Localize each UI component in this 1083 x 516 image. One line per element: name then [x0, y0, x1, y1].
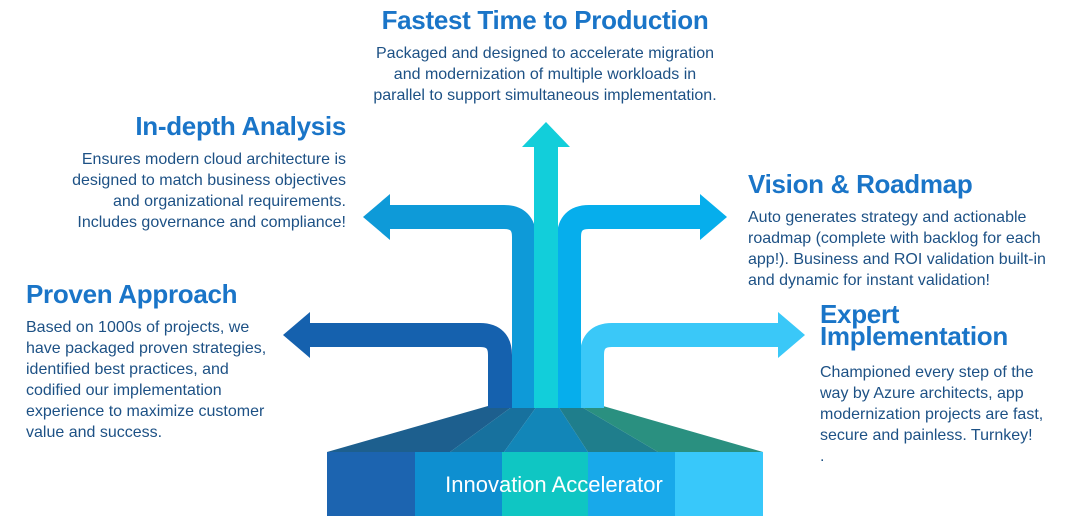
section-title-vision-roadmap: Vision & Roadmap	[748, 169, 973, 199]
arrow-fastest-time	[522, 122, 570, 408]
base-bar	[327, 452, 763, 516]
section-body-fastest-time: Packaged and designed to accelerate migr…	[373, 44, 717, 104]
base-segment-3	[502, 452, 588, 516]
fan-segment-1	[327, 406, 513, 452]
fan-segment-2	[450, 406, 537, 452]
arrow-expert-stem	[580, 323, 778, 408]
base-segment-1	[327, 452, 415, 516]
section-body-vision-roadmap: Auto generates strategy and actionable r…	[748, 208, 1046, 289]
section-body-proven-approach: Based on 1000s of projects, we have pack…	[26, 318, 267, 441]
section-title-fastest-time: Fastest Time to Production	[381, 5, 709, 35]
arrow-indepth-head-icon	[363, 194, 390, 240]
base-segment-4	[588, 452, 675, 516]
section-title-proven-approach: Proven Approach	[26, 279, 238, 309]
arrow-center-head-icon	[522, 122, 570, 147]
base-segment-5	[675, 452, 763, 516]
fan-segment-5	[580, 406, 763, 452]
arrow-proven-head-icon	[283, 312, 310, 358]
arrow-indepth-analysis	[363, 194, 536, 408]
arrow-indepth-stem	[390, 205, 536, 408]
funnel-fan	[327, 406, 763, 452]
arrow-proven-approach	[283, 312, 512, 408]
section-body-expert-implementation: Championed every step of the way by Azur…	[820, 364, 1044, 465]
base-label: Innovation Accelerator	[445, 472, 663, 497]
section-expert-implementation: Expert Implementation Championed every s…	[820, 299, 1082, 467]
section-title-indepth-analysis: In-depth Analysis	[135, 111, 346, 141]
section-title-expert-implementation: Expert Implementation	[820, 299, 1008, 351]
arrow-vision-stem	[557, 205, 700, 408]
base-segment-2	[415, 452, 502, 516]
fan-segment-4	[558, 406, 658, 452]
arrow-vision-roadmap	[557, 194, 727, 408]
section-proven-approach: Proven Approach Based on 1000s of projec…	[26, 279, 326, 443]
section-indepth-analysis: In-depth Analysis Ensures modern cloud a…	[28, 111, 346, 233]
arrow-expert-head-icon	[778, 312, 805, 358]
section-fastest-time-to-production: Fastest Time to Production Packaged and …	[325, 5, 765, 106]
section-vision-roadmap: Vision & Roadmap Auto generates strategy…	[748, 169, 1078, 291]
arrow-expert-implementation	[580, 312, 805, 408]
arrow-proven-stem	[310, 323, 512, 408]
fan-segment-3	[504, 406, 588, 452]
arrow-vision-head-icon	[700, 194, 727, 240]
section-body-indepth-analysis: Ensures modern cloud architecture is des…	[72, 150, 346, 231]
